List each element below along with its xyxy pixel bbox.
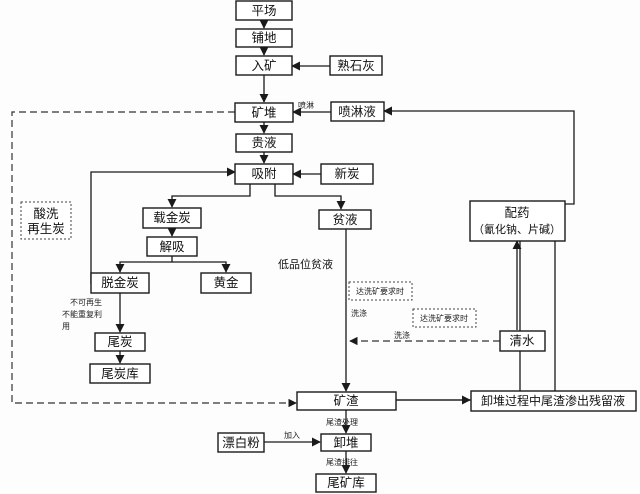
node-peiyao: 配药 （氰化钠、片碱） [469, 200, 566, 242]
node-penlinye: 喷淋液 [330, 101, 385, 122]
note-xidi-1: 洗涤 [351, 308, 367, 318]
node-pudi: 铺地 [235, 28, 293, 48]
note-xidi-2: 洗涤 [394, 330, 410, 340]
note-penlin: 喷淋 [298, 100, 314, 110]
node-label-kuangdui: 矿堆 [251, 105, 276, 120]
note-bukezai-3: 用 [62, 322, 70, 331]
node-huangjin: 黄金 [200, 272, 252, 294]
node-suanxi: 酸洗 再生炭 [20, 201, 72, 240]
arrow-peiyao-penlinye [383, 106, 575, 205]
node-label-pinye: 贫液 [332, 212, 358, 227]
node-xintan: 新炭 [320, 163, 374, 185]
node-label-jiexi: 解吸 [159, 239, 185, 254]
node-label-pudi: 铺地 [251, 30, 277, 45]
node-xifu: 吸附 [234, 163, 294, 185]
node-weitan: 尾炭 [94, 332, 146, 352]
node-label-zaijintan: 载金炭 [153, 210, 191, 225]
node-label-weitanku: 尾炭库 [101, 366, 139, 381]
node-ruka: 入矿 [235, 55, 293, 76]
arrow-xifu-zaijintan [167, 184, 251, 208]
note-weizha-paifang: 尾渣排往 [326, 457, 358, 467]
node-label-penlinye: 喷淋液 [338, 104, 376, 119]
note-weizha-chuli: 尾渣处理 [326, 417, 358, 427]
note-dipinwei: 低品位贫液 [278, 257, 333, 271]
node-label-weitan: 尾炭 [107, 334, 132, 349]
node-label-shushihui: 熟石灰 [337, 58, 375, 73]
note-dabiao-1: 达洗矿要求时 [356, 286, 404, 296]
node-xiedui: 卸堆 [320, 433, 372, 452]
node-label-xifu: 吸附 [251, 166, 277, 181]
node-label-guiye: 贵液 [251, 135, 277, 150]
node-tuojintan: 脱金炭 [90, 272, 150, 294]
node-guiye: 贵液 [235, 133, 293, 153]
node-piaobaifen: 漂白粉 [217, 432, 265, 453]
node-label-suanxi-1: 酸洗 [33, 206, 59, 221]
node-pinye: 贫液 [318, 209, 372, 230]
node-label-qingshui: 清水 [509, 333, 535, 348]
node-label-weikuangku: 尾矿库 [327, 475, 365, 490]
dashed-connectors [11, 111, 500, 408]
node-label-suanxi-2: 再生炭 [27, 221, 65, 236]
node-qingshui: 清水 [499, 330, 546, 352]
node-label-peiyao-2: （氰化钠、片碱） [473, 222, 561, 236]
node-label-ruka: 入矿 [251, 58, 276, 73]
node-label-piaobaifen: 漂白粉 [222, 435, 260, 450]
node-label-pingchang: 平场 [251, 3, 276, 18]
node-zaijintan: 载金炭 [142, 207, 202, 229]
arrow-jiexi-huangjin [172, 261, 231, 273]
node-kuangzha: 矿渣 [296, 391, 397, 411]
node-label-tuojintan: 脱金炭 [101, 275, 139, 290]
node-jiexi: 解吸 [146, 236, 198, 257]
dashed-arrow-kuangdui-kuangzha [11, 111, 297, 408]
arrow-xifu-pinye [274, 184, 346, 210]
node-label-xintan: 新炭 [334, 166, 359, 181]
node-weikuangku: 尾矿库 [315, 473, 377, 493]
arrow-tuojintan-xifu [90, 167, 236, 284]
arrow-jiexi-tuojintan [115, 256, 173, 273]
node-pingchang: 平场 [235, 0, 293, 21]
node-xiedui-process: 卸堆过程中尾渣渗出残留液 [470, 390, 637, 412]
node-label-huangjin: 黄金 [213, 275, 239, 290]
node-weitanku: 尾炭库 [89, 363, 151, 384]
note-bukezai-2: 不能重复利 [62, 309, 102, 319]
note-dabiao-2: 达洗矿要求时 [420, 313, 468, 323]
note-box-dabiao-2 [412, 308, 477, 328]
note-box-dabiao-1 [348, 281, 413, 301]
node-shushihui: 熟石灰 [329, 55, 383, 76]
node-label-xiedui-process: 卸堆过程中尾渣渗出残留液 [481, 393, 625, 408]
notes: 喷淋 低品位贫液 达洗矿要求时 洗涤 达洗矿要求时 洗涤 不可再生 不能重复利 … [62, 100, 477, 467]
node-label-xiedui: 卸堆 [333, 435, 358, 450]
node-label-peiyao-1: 配药 [504, 205, 529, 220]
note-bukezai-1: 不可再生 [70, 297, 102, 307]
node-kuangdui: 矿堆 [234, 102, 294, 123]
note-jiaru: 加入 [284, 430, 300, 440]
node-label-kuangzha: 矿渣 [333, 393, 359, 408]
